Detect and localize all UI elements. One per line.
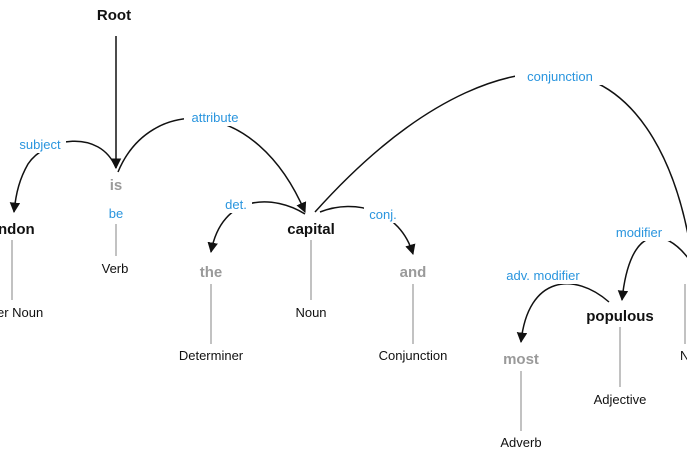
label-bg-subject [14,135,66,153]
label-bg-det [220,195,252,213]
relation-subject: subject [19,137,61,152]
pos-capital: Noun [295,305,326,320]
word-capital: capital [287,221,335,238]
label-bg-modifier [608,223,670,241]
relation-adv-modifier: adv. modifier [506,268,580,283]
relation-attribute: attribute [192,110,239,125]
word-root: Root [97,7,131,24]
pos-populous: Adjective [594,392,647,407]
word-populous: populous [586,308,654,325]
word-is: is [110,177,123,194]
pos-the: Determiner [179,348,244,363]
word-and: and [400,264,427,281]
lemma-is: be [109,206,123,221]
relation-conj: conj. [369,207,396,222]
label-bg-adv-modifier [496,266,590,284]
edge-adv-modifier [516,283,610,344]
pos-and: Conjunction [379,348,448,363]
relation-conjunction: conjunction [527,69,593,84]
pos-most: Adverb [500,435,541,450]
edge-modifier [617,236,687,302]
relation-modifier: modifier [616,225,663,240]
edge-subject [9,140,117,214]
word-most: most [503,351,539,368]
pos-city-partial: N [680,348,687,363]
edge-attribute [117,117,307,213]
word-the: the [200,264,223,281]
pos-london: er Noun [0,305,43,320]
relation-det: det. [225,197,247,212]
pos-is: Verb [102,261,129,276]
label-bg-conjunction [515,67,605,85]
label-bg-attribute [184,108,246,126]
word-london: ndon [0,221,35,238]
label-bg-conj [364,205,402,223]
